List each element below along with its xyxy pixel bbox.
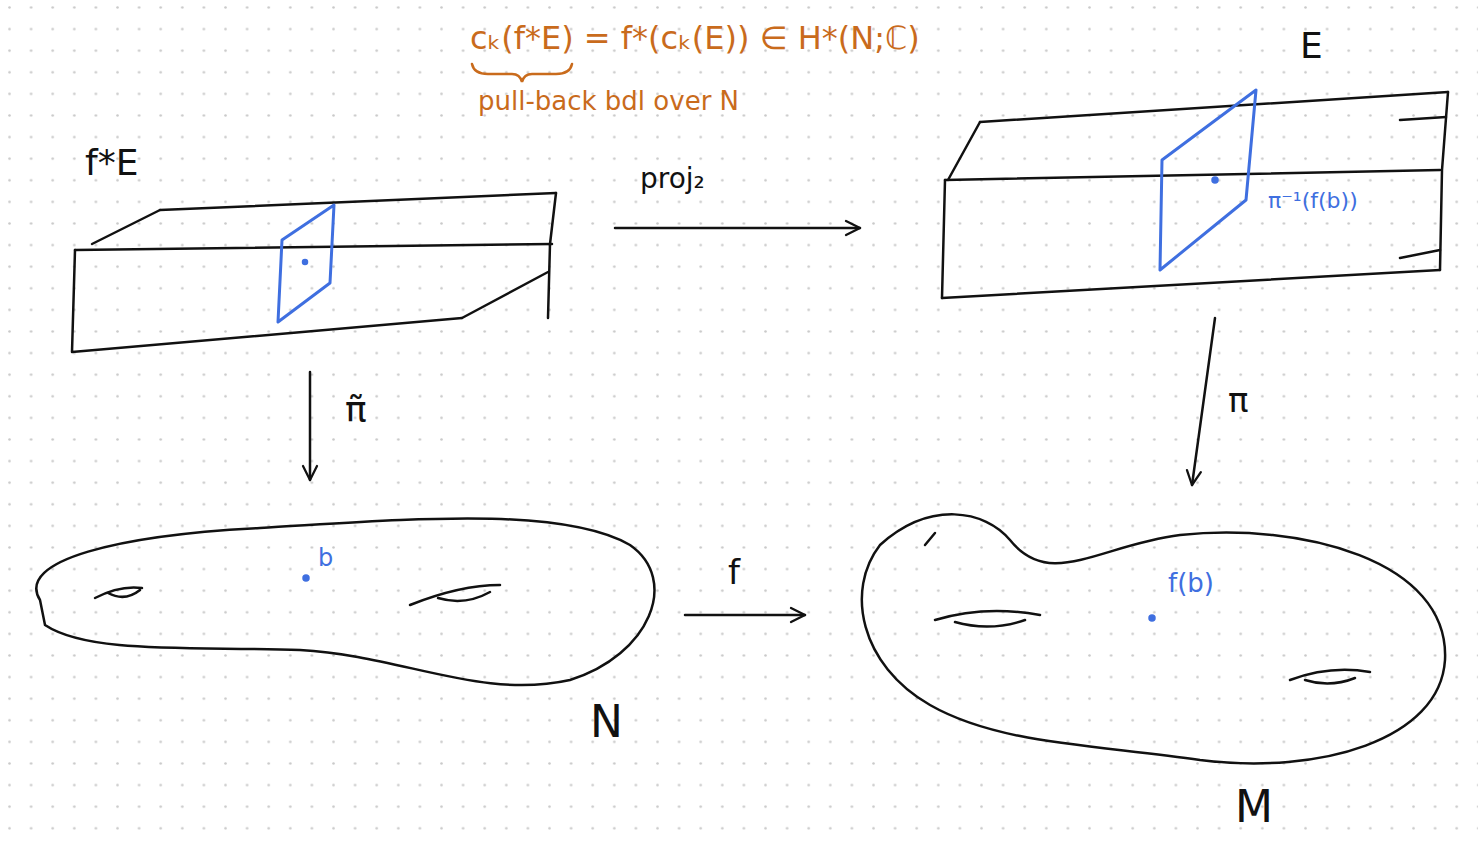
outline-stroke bbox=[75, 244, 552, 250]
manifold-name: N bbox=[590, 700, 623, 744]
outline-stroke bbox=[980, 92, 1448, 122]
outline-stroke bbox=[942, 270, 1440, 298]
map-arrow bbox=[685, 614, 805, 617]
outline-stroke bbox=[1213, 178, 1218, 183]
outline-stroke bbox=[548, 193, 556, 318]
outline-stroke bbox=[948, 122, 980, 180]
map-arrow bbox=[615, 227, 860, 230]
outline-stroke bbox=[955, 620, 1025, 627]
outline-stroke bbox=[1305, 678, 1355, 684]
bundle-name: f*E bbox=[85, 145, 138, 181]
outline-stroke bbox=[942, 180, 945, 298]
outline-stroke bbox=[925, 533, 935, 545]
underbrace bbox=[472, 64, 572, 82]
outline-stroke bbox=[1400, 250, 1440, 258]
outline-stroke bbox=[945, 170, 1440, 180]
outline-stroke bbox=[1150, 616, 1155, 621]
outline-stroke bbox=[303, 260, 307, 264]
node-outline bbox=[60, 140, 605, 362]
base-manifold: Nb bbox=[8, 505, 668, 760]
node-outline bbox=[8, 505, 668, 760]
outline-stroke bbox=[438, 592, 490, 601]
node-outline bbox=[835, 495, 1462, 845]
outline-stroke bbox=[278, 205, 334, 322]
point-label: f(b) bbox=[1168, 570, 1214, 596]
map-label: π bbox=[1228, 383, 1248, 417]
outline-stroke bbox=[36, 518, 654, 685]
annotation-note: pull-back bdl over N bbox=[478, 88, 739, 114]
outline-stroke bbox=[1160, 90, 1256, 270]
outline-stroke bbox=[108, 590, 140, 597]
bundle-slab: f*E bbox=[60, 140, 605, 362]
node-outline bbox=[930, 85, 1462, 312]
formula-note: cₖ(f*E) = f*(cₖ(E)) ∈ H*(N;ℂ) bbox=[470, 22, 920, 54]
point-label: b bbox=[318, 546, 333, 570]
outline-stroke bbox=[1440, 92, 1448, 270]
map-label: f bbox=[728, 555, 740, 589]
outline-stroke bbox=[462, 272, 548, 318]
outline-stroke bbox=[935, 611, 1040, 620]
fiber-label: π⁻¹(f(b)) bbox=[1268, 190, 1358, 212]
outline-stroke bbox=[304, 576, 309, 581]
map-arrow bbox=[309, 372, 312, 480]
map-label: proj₂ bbox=[640, 165, 705, 193]
base-manifold: Mf(b) bbox=[835, 495, 1462, 845]
map-arrow bbox=[1192, 318, 1215, 485]
bundle-name: E bbox=[1300, 28, 1323, 64]
outline-stroke bbox=[92, 210, 160, 244]
outline-stroke bbox=[1290, 670, 1370, 680]
map-label: π̃ bbox=[345, 392, 367, 428]
outline-stroke bbox=[72, 250, 462, 352]
outline-stroke bbox=[160, 193, 556, 210]
outline-stroke bbox=[95, 587, 142, 598]
outline-stroke bbox=[410, 585, 500, 605]
outline-stroke bbox=[1400, 117, 1446, 120]
outline-stroke bbox=[862, 514, 1445, 763]
bundle-slab: Eπ⁻¹(f(b)) bbox=[930, 85, 1462, 312]
manifold-name: M bbox=[1235, 785, 1273, 829]
